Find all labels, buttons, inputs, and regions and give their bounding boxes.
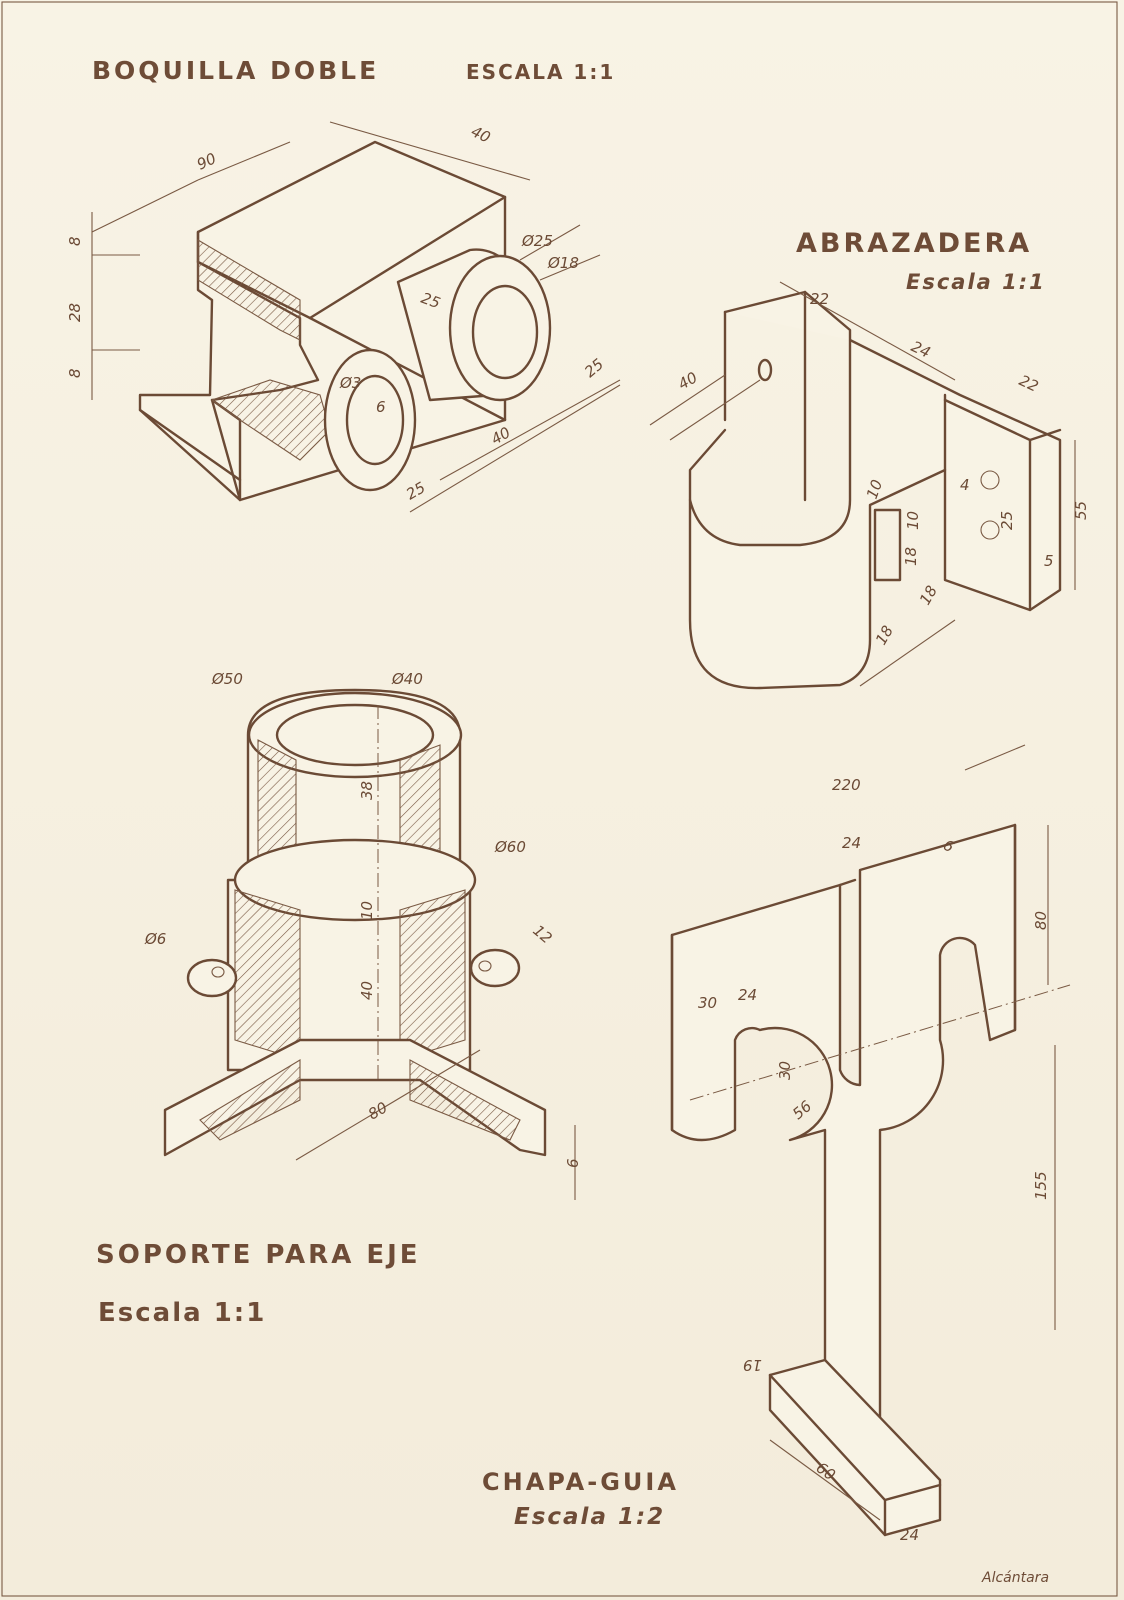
title-chapa-guia: CHAPA-GUIA bbox=[482, 1468, 679, 1496]
dim-soporte-38: 38 bbox=[358, 781, 376, 800]
chapa-guia-part: 220 24 6 80 30 24 30 56 155 19 60 24 bbox=[670, 744, 1071, 1544]
dim-boquilla-28: 28 bbox=[66, 303, 84, 322]
dim-abrazadera-18b: 18 bbox=[916, 582, 941, 608]
dim-soporte-80: 80 bbox=[365, 1098, 391, 1123]
dim-soporte-dia6: Ø6 bbox=[144, 930, 166, 948]
dim-abrazadera-55: 55 bbox=[1072, 501, 1090, 520]
dim-chapa-24b: 24 bbox=[738, 986, 757, 1004]
dim-soporte-dia60: Ø60 bbox=[494, 838, 526, 856]
dim-boquilla-90: 90 bbox=[194, 149, 219, 173]
dim-soporte-dia40: Ø40 bbox=[391, 670, 423, 688]
dim-soporte-dia50: Ø50 bbox=[211, 670, 243, 688]
dim-boquilla-40b: 40 bbox=[488, 423, 514, 448]
soporte-para-eje-part: Ø50 Ø40 38 Ø60 10 40 Ø6 12 80 6 bbox=[144, 670, 582, 1200]
dim-soporte-6: 6 bbox=[564, 1158, 582, 1168]
dim-abrazadera-22a: 22 bbox=[810, 290, 829, 308]
dim-chapa-56: 56 bbox=[789, 1097, 815, 1123]
scale-chapa: Escala 1:2 bbox=[514, 1504, 666, 1530]
dim-abrazadera-5: 5 bbox=[1044, 552, 1054, 570]
dim-abrazadera-24: 24 bbox=[908, 337, 933, 361]
dim-chapa-220: 220 bbox=[832, 776, 861, 794]
dim-abrazadera-22b: 22 bbox=[1016, 371, 1041, 395]
dim-abrazadera-40: 40 bbox=[675, 368, 701, 393]
dim-chapa-30a: 30 bbox=[698, 994, 717, 1012]
title-abrazadera: ABRAZADERA bbox=[796, 228, 1033, 259]
dim-abrazadera-10b: 10 bbox=[904, 511, 922, 530]
dim-boquilla-25a: 25 bbox=[419, 289, 443, 312]
dim-abrazadera-25: 25 bbox=[998, 511, 1016, 530]
scale-boquilla: ESCALA 1:1 bbox=[466, 60, 616, 84]
title-boquilla-doble: BOQUILLA DOBLE bbox=[92, 56, 380, 85]
abrazadera-part: 22 24 22 40 55 4 25 5 10 10 18 18 18 bbox=[649, 281, 1090, 690]
scale-abrazadera: Escala 1:1 bbox=[906, 270, 1046, 294]
dim-boquilla-dia3: Ø3 bbox=[339, 374, 361, 392]
scale-soporte: Escala 1:1 bbox=[98, 1298, 267, 1328]
dim-abrazadera-4: 4 bbox=[960, 476, 970, 494]
dim-abrazadera-18a: 18 bbox=[902, 547, 920, 566]
dim-soporte-40: 40 bbox=[358, 981, 376, 1000]
dim-boquilla-40: 40 bbox=[468, 122, 493, 146]
dim-chapa-155: 155 bbox=[1032, 1171, 1050, 1200]
signature: Alcántara bbox=[982, 1570, 1050, 1586]
boquilla-doble-part: 90 40 8 28 8 Ø25 Ø18 25 25 40 25 Ø3 6 bbox=[66, 121, 621, 513]
dim-boquilla-dia18: Ø18 bbox=[547, 254, 579, 272]
dim-abrazadera-10a: 10 bbox=[863, 477, 886, 501]
dim-abrazadera-18c: 18 bbox=[872, 622, 897, 648]
dim-boquilla-25c: 25 bbox=[403, 478, 429, 503]
dim-soporte-12: 12 bbox=[529, 921, 555, 947]
dim-boquilla-25b: 25 bbox=[581, 355, 607, 381]
dim-boquilla-8b: 8 bbox=[66, 368, 84, 378]
dim-chapa-24a: 24 bbox=[842, 834, 861, 852]
dim-chapa-19: 19 bbox=[743, 1356, 762, 1374]
dim-soporte-10: 10 bbox=[358, 901, 376, 920]
dim-chapa-24c: 24 bbox=[900, 1526, 919, 1544]
dim-chapa-30b: 30 bbox=[776, 1061, 794, 1080]
dim-boquilla-6: 6 bbox=[376, 398, 386, 416]
dim-chapa-80: 80 bbox=[1032, 911, 1050, 930]
title-soporte-para-eje: SOPORTE PARA EJE bbox=[96, 1240, 421, 1270]
dim-boquilla-8a: 8 bbox=[66, 236, 84, 246]
dim-boquilla-dia25: Ø25 bbox=[521, 232, 553, 250]
